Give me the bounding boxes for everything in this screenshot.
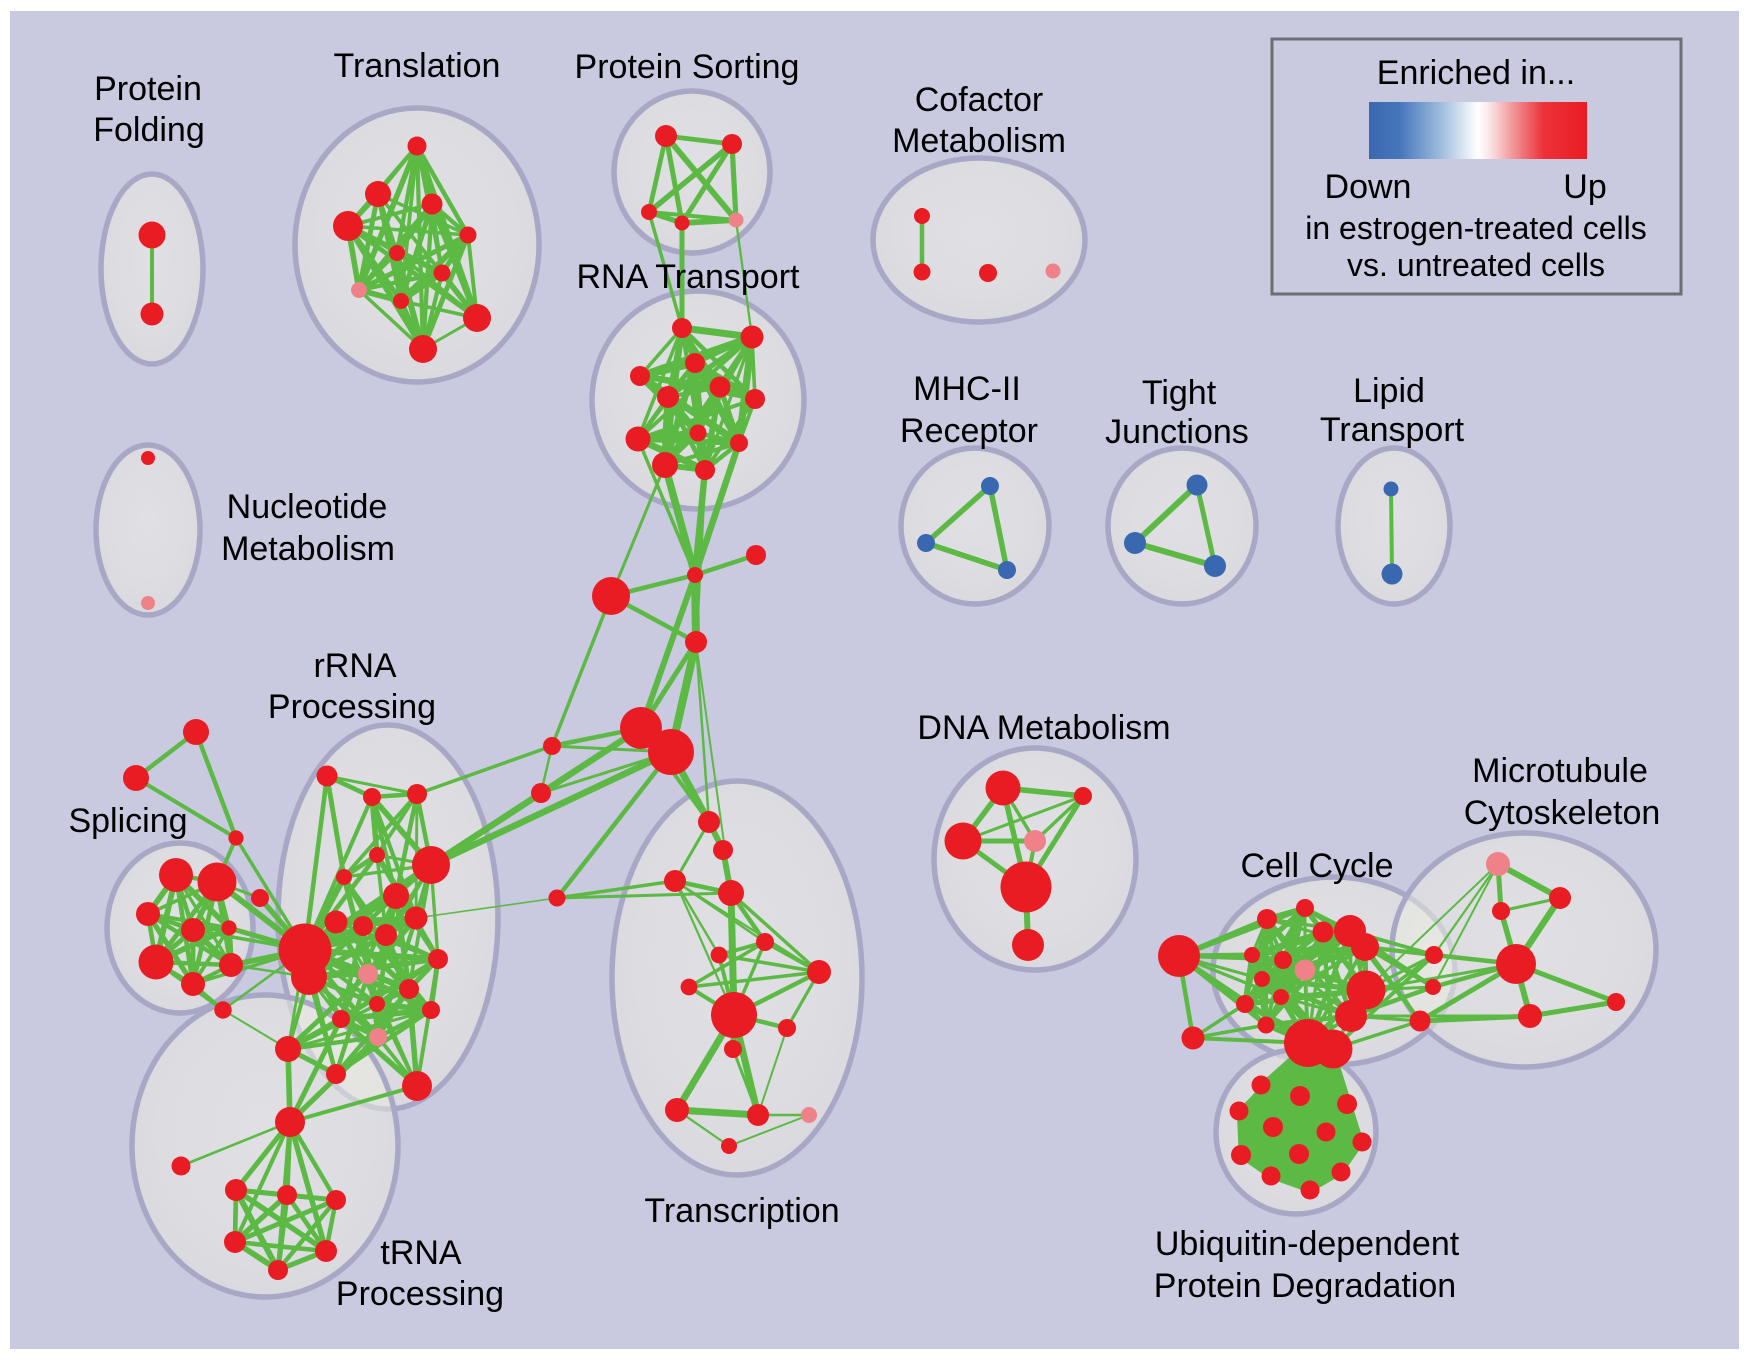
svg-text:Processing: Processing: [268, 688, 436, 726]
svg-text:Up: Up: [1563, 168, 1606, 206]
svg-text:vs. untreated cells: vs. untreated cells: [1347, 247, 1605, 283]
svg-text:Cell Cycle: Cell Cycle: [1240, 847, 1393, 885]
svg-text:Transcription: Transcription: [644, 1192, 839, 1230]
svg-text:Processing: Processing: [336, 1275, 504, 1313]
svg-text:Receptor: Receptor: [900, 412, 1038, 450]
svg-text:Lipid: Lipid: [1353, 372, 1425, 410]
svg-text:tRNA: tRNA: [380, 1234, 462, 1272]
svg-text:Folding: Folding: [93, 111, 205, 149]
svg-text:Transport: Transport: [1320, 411, 1465, 449]
svg-text:Tight: Tight: [1142, 374, 1217, 412]
svg-text:Metabolism: Metabolism: [892, 122, 1066, 160]
svg-text:Junctions: Junctions: [1105, 413, 1249, 451]
svg-text:Protein: Protein: [94, 70, 202, 108]
svg-text:Splicing: Splicing: [68, 802, 187, 840]
svg-text:Protein Degradation: Protein Degradation: [1154, 1267, 1456, 1305]
svg-text:Microtubule: Microtubule: [1472, 752, 1648, 790]
svg-text:rRNA: rRNA: [313, 647, 396, 685]
svg-text:MHC-II: MHC-II: [913, 370, 1021, 408]
svg-text:Cofactor: Cofactor: [915, 81, 1044, 119]
svg-text:Translation: Translation: [334, 47, 501, 85]
svg-text:Protein Sorting: Protein Sorting: [575, 48, 800, 86]
svg-text:Cytoskeleton: Cytoskeleton: [1464, 794, 1661, 832]
svg-text:Metabolism: Metabolism: [221, 530, 395, 568]
svg-text:Ubiquitin-dependent: Ubiquitin-dependent: [1155, 1225, 1460, 1263]
svg-text:in estrogen-treated cells: in estrogen-treated cells: [1305, 210, 1647, 246]
svg-text:Down: Down: [1325, 168, 1412, 206]
svg-text:Nucleotide: Nucleotide: [227, 488, 388, 526]
svg-text:DNA Metabolism: DNA Metabolism: [917, 709, 1170, 747]
svg-text:RNA Transport: RNA Transport: [577, 258, 801, 296]
svg-text:Enriched in...: Enriched in...: [1377, 54, 1575, 92]
